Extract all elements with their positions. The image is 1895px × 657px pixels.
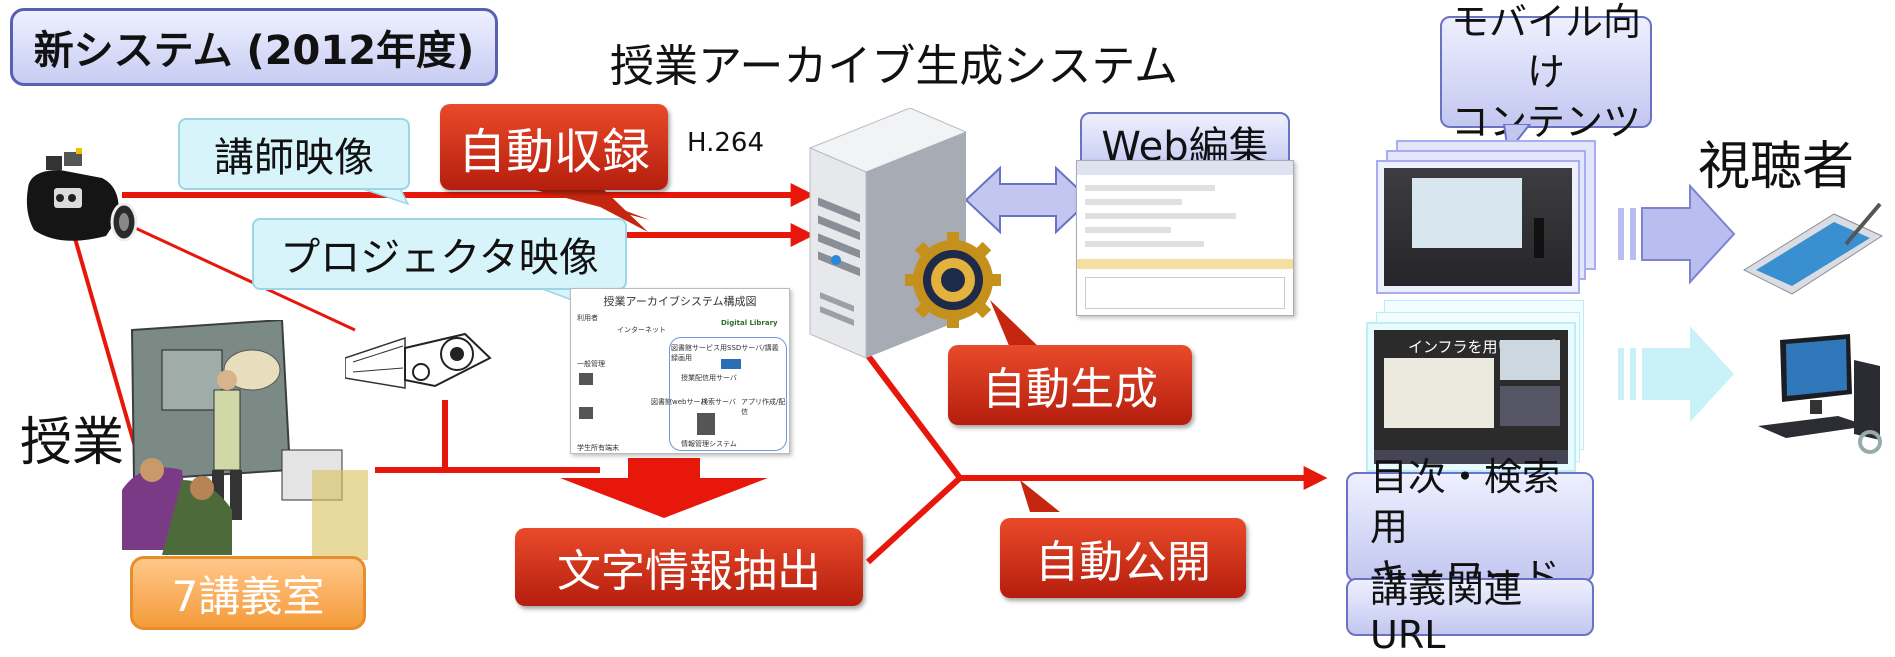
auto-publish-label: 自動公開 <box>1000 518 1246 598</box>
mobile-video-thumbnail <box>1376 160 1580 294</box>
auto-record-label: 自動収録 <box>440 104 668 190</box>
room-label: 7講義室 <box>130 556 366 630</box>
mobile-content-line1: モバイル向け <box>1450 0 1641 94</box>
gear-icon <box>905 232 1001 328</box>
desktop-pc-icon <box>1758 334 1882 454</box>
mobile-content-line2: コンテンツ <box>1450 100 1641 144</box>
doc-title: 授業アーカイブシステム構成図 <box>603 295 757 308</box>
doc-internet: インターネット <box>617 326 666 334</box>
doc-label-d: 検索サーバ <box>701 398 736 406</box>
projector-video-callout: プロジェクタ映像 <box>252 218 627 290</box>
lecturer-video-callout: 講師映像 <box>178 118 410 190</box>
lecture-label: 授業 <box>20 413 125 473</box>
doc-brand: Digital Library <box>721 319 778 327</box>
server-to-publish-line <box>857 343 963 480</box>
doc-label-e: アプリ作成/配信 <box>741 398 786 416</box>
auto-generate-label: 自動生成 <box>948 345 1192 425</box>
connection-lines <box>70 165 1736 565</box>
tablet-icon <box>1742 202 1884 295</box>
pc-output-arrow <box>1618 326 1734 422</box>
new-system-badge: 新システム (2012年度) <box>10 8 498 86</box>
doc-server-text: 図書館サービス用SSDサーバ/講義録画用 <box>671 344 779 362</box>
auto-record-tail-2 <box>560 186 648 232</box>
doc-label-a: 一般管理 <box>577 360 605 368</box>
lecture-url-label: 講義関連URL <box>1346 567 1594 657</box>
camera-to-class-line <box>70 227 138 451</box>
doc-label-f: 情報管理システム <box>681 440 737 448</box>
doc-label-b: 授業配信用サーバ <box>681 374 737 382</box>
video-camera-icon <box>26 148 138 242</box>
index-keyword-line1: 目次・検索用 <box>1370 455 1561 549</box>
auto-publish-tail <box>1020 480 1060 512</box>
mobile-output-arrow <box>1618 183 1736 285</box>
doc-users: 利用者 <box>577 314 598 322</box>
classroom-illustration <box>122 320 368 560</box>
extract-to-publish-line <box>865 475 963 565</box>
system-title: 授業アーカイブ生成システム <box>610 41 1179 92</box>
text-extract-label: 文字情報抽出 <box>515 528 863 606</box>
doc-label-g: 学生所有端末 <box>577 444 619 452</box>
viewer-label: 視聴者 <box>1698 137 1855 197</box>
doc-label-c: 図書館webサーバ <box>651 398 708 406</box>
mobile-content-label: モバイル向け コンテンツ <box>1440 0 1652 144</box>
pc-page-thumbnail: インフラを用いない手法 <box>1366 322 1576 472</box>
projector-icon <box>345 332 492 389</box>
web-edit-double-arrow <box>964 165 1092 235</box>
system-diagram-document: 授業アーカイブシステム構成図 利用者 インターネット Digital Libra… <box>570 288 790 454</box>
auto-generate-tail <box>990 300 1040 348</box>
camera-to-projector-line <box>117 218 356 332</box>
web-edit-form-screenshot <box>1076 160 1294 316</box>
extract-down-arrow <box>560 458 768 518</box>
h264-label: H.264 <box>687 128 764 158</box>
